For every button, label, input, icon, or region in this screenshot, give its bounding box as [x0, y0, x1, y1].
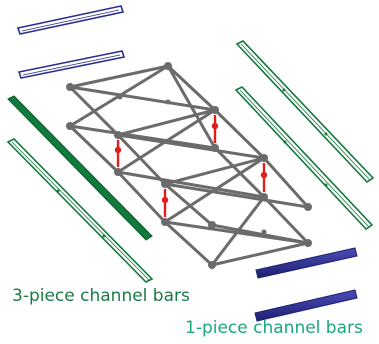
blue-channel-bar-top-2	[17, 50, 126, 79]
blue-channel-bar-bottom-2	[254, 289, 358, 322]
three-piece-label: 3-piece channel bars	[12, 286, 190, 306]
gray-frame	[68, 64, 310, 267]
green-channel-bar-left-solid	[7, 95, 153, 241]
green-channel-bar-left-outline	[6, 138, 154, 283]
blue-channel-bar-bottom-1	[255, 247, 358, 279]
green-channel-bar-right-2	[234, 86, 374, 231]
blue-channel-bar-top-1	[16, 5, 125, 35]
red-connectors	[114, 115, 268, 217]
green-channel-bar-right-1	[235, 40, 375, 184]
frame-joints	[66, 62, 312, 269]
one-piece-label: 1-piece channel bars	[185, 318, 363, 338]
